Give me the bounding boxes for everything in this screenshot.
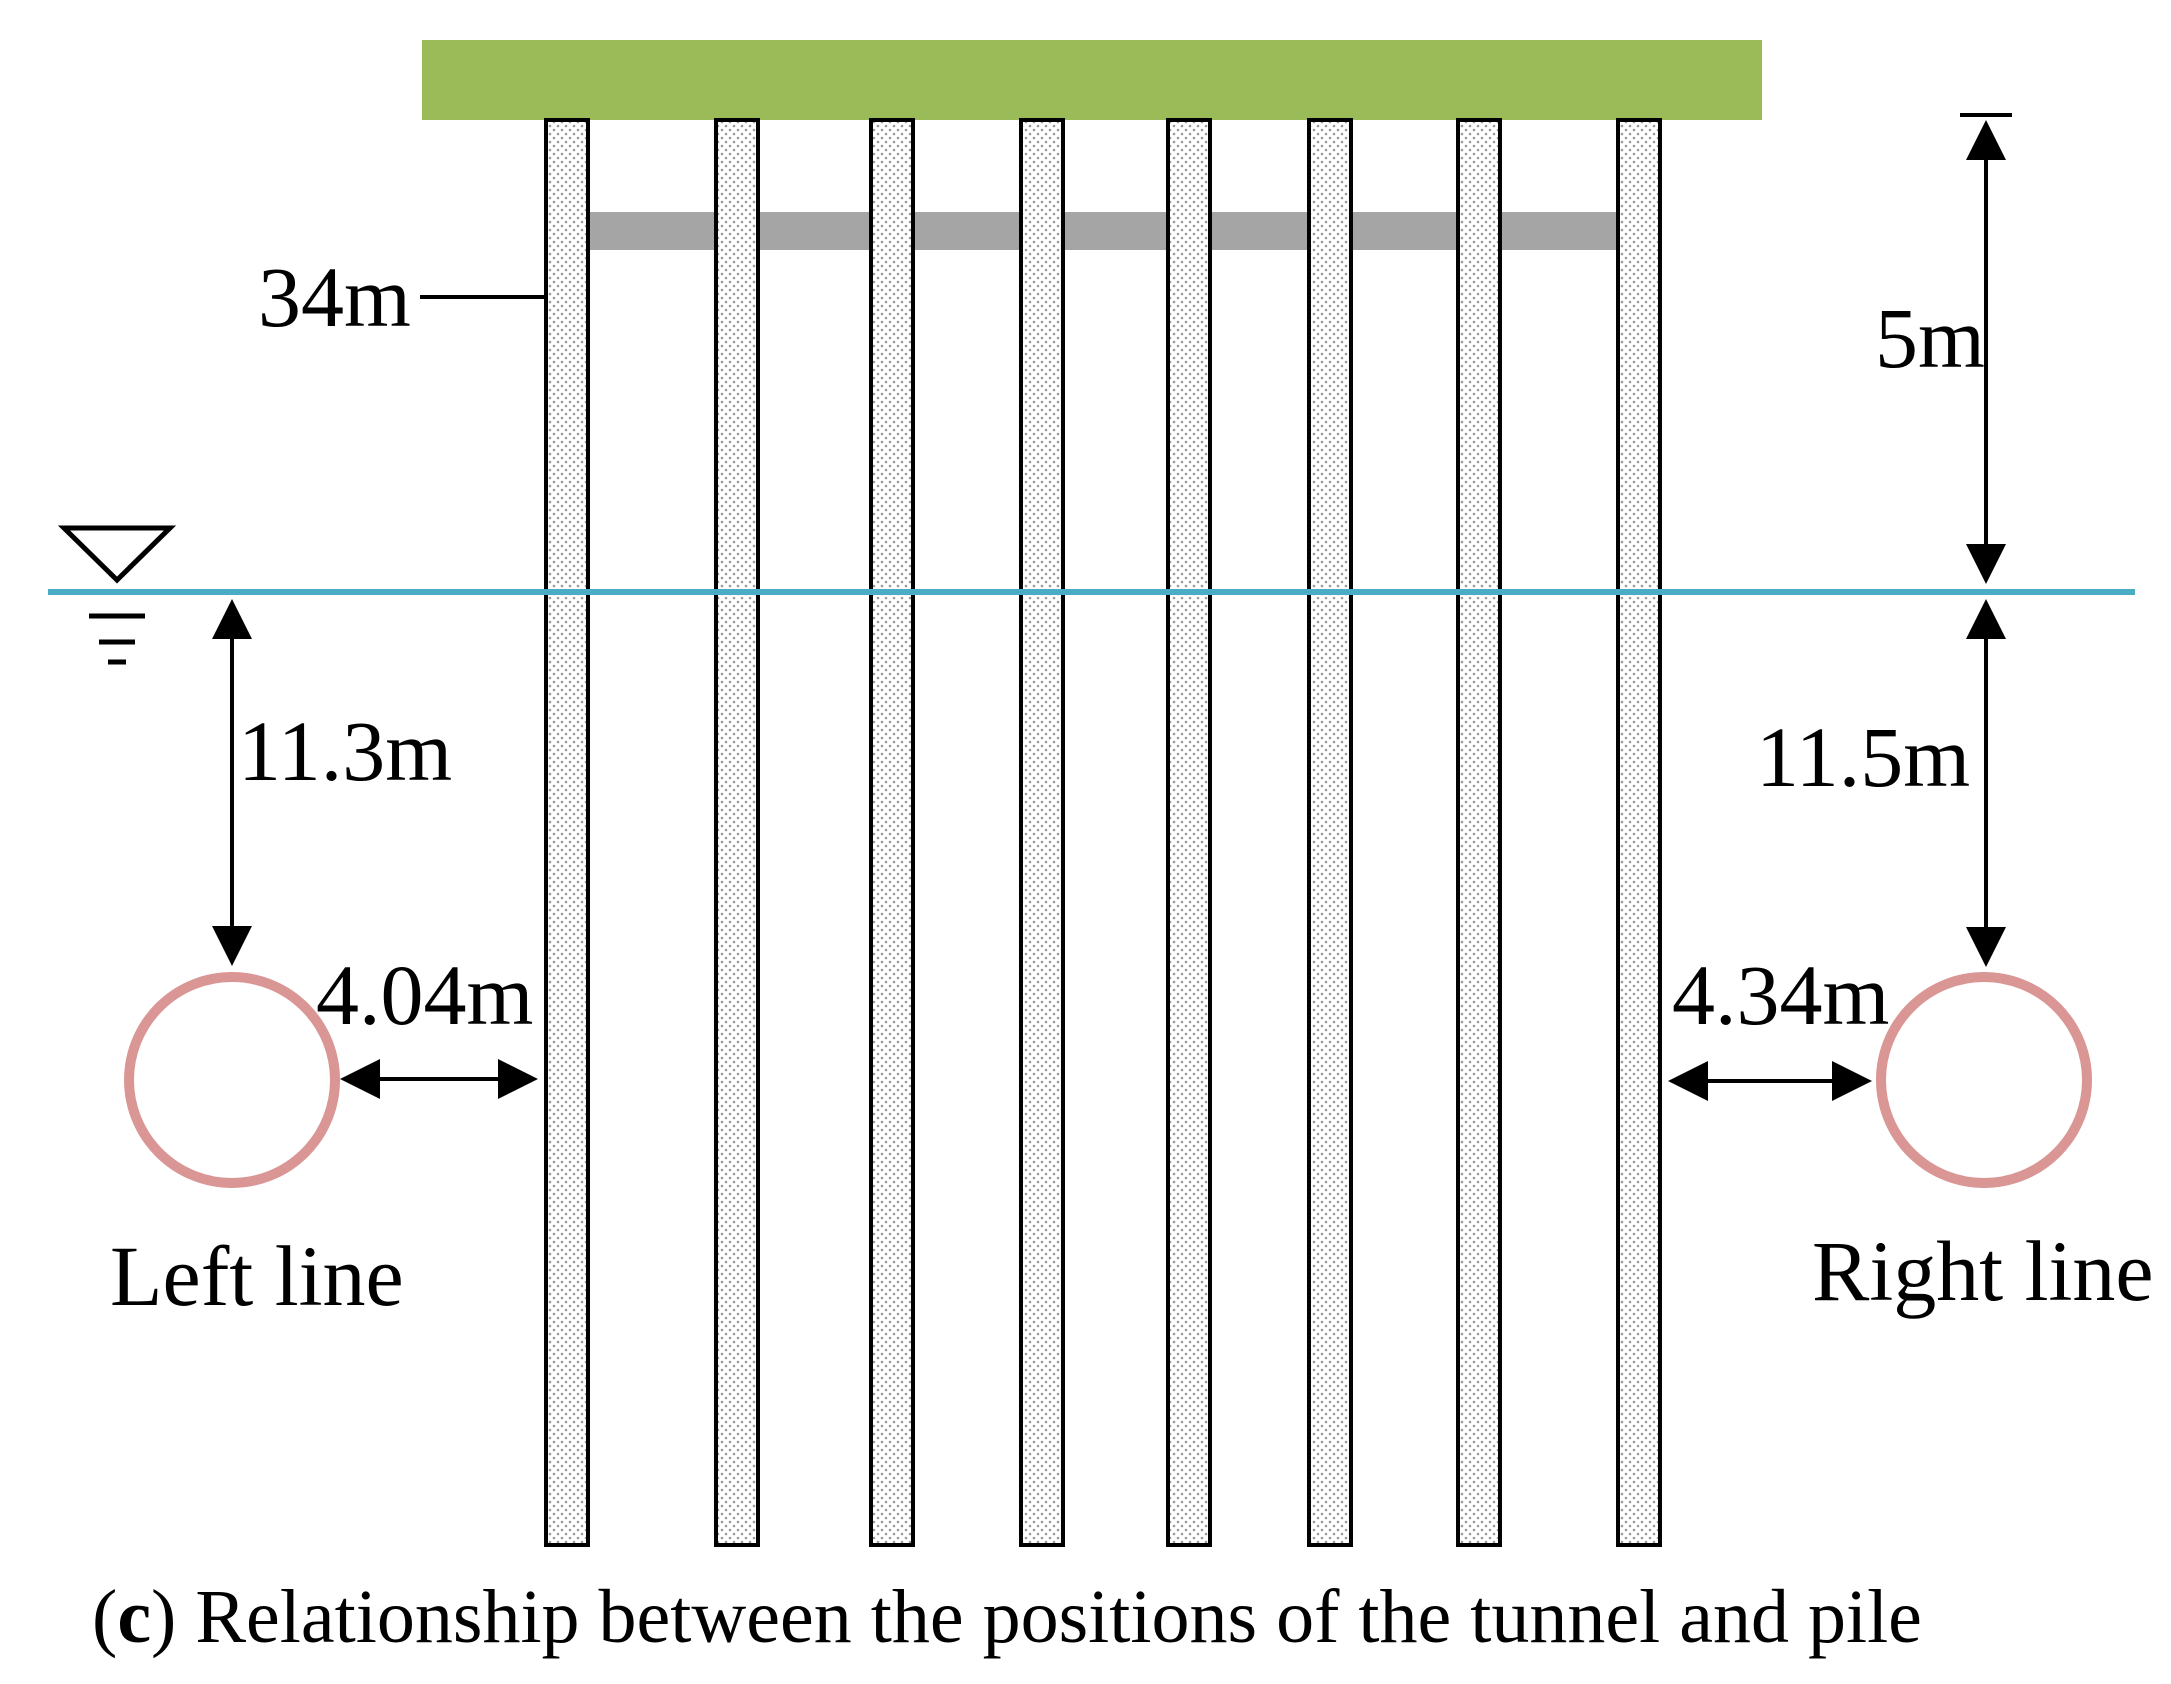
caption-text: Relationship between the positions of th… [195,1575,1922,1659]
top-depth-label: 5m [1875,290,1985,386]
pile [544,118,590,1547]
pile-row [544,118,1662,1547]
right-depth-label: 11.5m [1756,709,1970,805]
right-tunnel-label: Right line [1812,1223,2154,1319]
water-level-icon [57,525,177,665]
left-tunnel [124,972,340,1188]
cap-beam [422,40,1762,120]
caption-open-paren: ( [92,1575,117,1659]
right-clearance-label: 4.34m [1672,947,1889,1043]
left-clearance-label: 4.04m [316,947,533,1043]
pile [1616,118,1662,1547]
pile [714,118,760,1547]
right-tunnel [1876,972,2092,1188]
left-tunnel-label: Left line [110,1228,404,1324]
left-depth-label: 11.3m [238,703,452,799]
pile [1166,118,1212,1547]
tie-beam [590,212,1620,250]
pile [1456,118,1502,1547]
pile-length-label: 34m [258,249,411,345]
pile [1307,118,1353,1547]
figure-caption: (c) Relationship between the positions o… [92,1575,1922,1659]
caption-letter: c [117,1575,151,1659]
pile [869,118,915,1547]
pile [1019,118,1065,1547]
caption-close-paren: ) [151,1575,195,1659]
